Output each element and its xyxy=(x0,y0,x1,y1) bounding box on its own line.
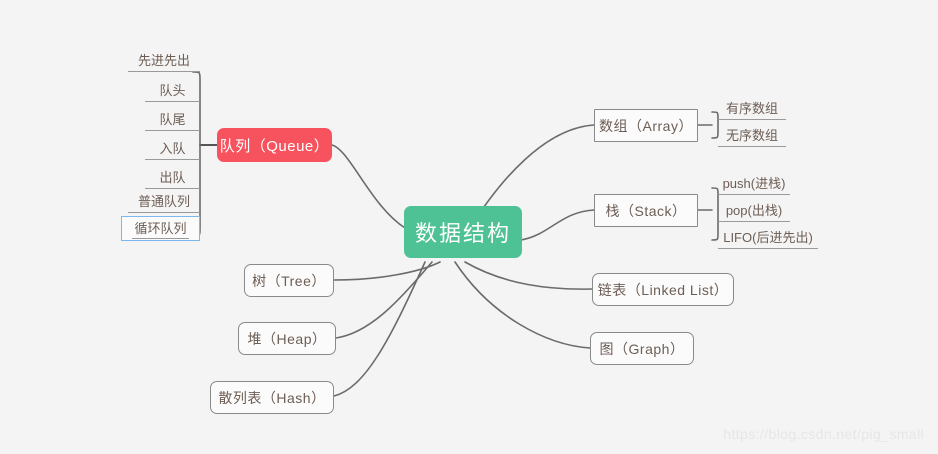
connector-root-stack xyxy=(520,209,595,241)
connector-array-spine xyxy=(711,111,719,139)
node-graph-label: 图（Graph） xyxy=(599,340,685,357)
leaf-stack-lifo-label: LIFO(后进先出) xyxy=(723,230,813,245)
node-graph[interactable]: 图（Graph） xyxy=(590,332,694,365)
node-heap[interactable]: 堆（Heap） xyxy=(238,322,336,355)
leaf-array-sorted[interactable]: 有序数组 xyxy=(718,99,786,120)
leaf-queue-head-label: 队头 xyxy=(159,83,186,98)
watermark: https://blog.csdn.net/pig_small xyxy=(723,426,924,442)
node-linked-list-label: 链表（Linked List） xyxy=(597,281,729,298)
connector-root-hash xyxy=(333,261,426,397)
connector-root-queue xyxy=(331,144,406,229)
leaf-queue-tail-label: 队尾 xyxy=(159,112,186,127)
leaf-queue-normal[interactable]: 普通队列 xyxy=(128,191,200,213)
connector-root-graph xyxy=(454,261,591,349)
root-node[interactable]: 数据结构 xyxy=(404,206,522,258)
leaf-queue-enqueue[interactable]: 入队 xyxy=(145,138,200,160)
node-stack-label: 栈（Stack） xyxy=(605,202,687,219)
leaf-stack-pop-label: pop(出栈) xyxy=(725,203,783,218)
node-queue[interactable]: 队列（Queue） xyxy=(217,128,332,162)
node-stack[interactable]: 栈（Stack） xyxy=(594,194,698,227)
connector-root-heap xyxy=(335,261,433,339)
node-heap-label: 堆（Heap） xyxy=(247,330,327,347)
leaf-stack-push[interactable]: push(进栈) xyxy=(718,174,790,195)
node-tree[interactable]: 树（Tree） xyxy=(244,264,334,297)
node-array[interactable]: 数组（Array） xyxy=(594,109,698,142)
connector-root-tree xyxy=(333,261,441,281)
node-tree-label: 树（Tree） xyxy=(252,272,326,289)
leaf-queue-circular-label: 循环队列 xyxy=(132,218,189,239)
node-array-label: 数组（Array） xyxy=(599,117,693,134)
leaf-stack-lifo[interactable]: LIFO(后进先出) xyxy=(718,228,818,249)
node-linked-list[interactable]: 链表（Linked List） xyxy=(592,273,734,306)
leaf-queue-fifo[interactable]: 先进先出 xyxy=(128,50,200,72)
leaf-array-unsorted[interactable]: 无序数组 xyxy=(718,126,786,147)
leaf-queue-dequeue-label: 出队 xyxy=(159,170,186,185)
connector-root-linkedlist xyxy=(464,261,593,290)
leaf-stack-push-label: push(进栈) xyxy=(722,176,786,191)
node-queue-label: 队列（Queue） xyxy=(219,137,330,155)
node-hash-label: 散列表（Hash） xyxy=(218,389,326,406)
leaf-stack-pop[interactable]: pop(出栈) xyxy=(718,201,790,222)
root-node-label: 数据结构 xyxy=(414,221,511,246)
leaf-queue-normal-label: 普通队列 xyxy=(137,194,190,209)
leaf-queue-dequeue[interactable]: 出队 xyxy=(145,167,200,189)
connector-stack-spine xyxy=(711,187,719,241)
leaf-array-unsorted-label: 无序数组 xyxy=(725,128,778,143)
leaf-queue-enqueue-label: 入队 xyxy=(159,141,186,156)
leaf-queue-circular[interactable]: 循环队列 xyxy=(121,216,200,241)
leaf-array-sorted-label: 有序数组 xyxy=(725,101,778,116)
leaf-queue-fifo-label: 先进先出 xyxy=(137,53,190,68)
node-hash[interactable]: 散列表（Hash） xyxy=(210,381,334,414)
leaf-queue-head[interactable]: 队头 xyxy=(145,80,200,102)
leaf-queue-tail[interactable]: 队尾 xyxy=(145,109,200,131)
